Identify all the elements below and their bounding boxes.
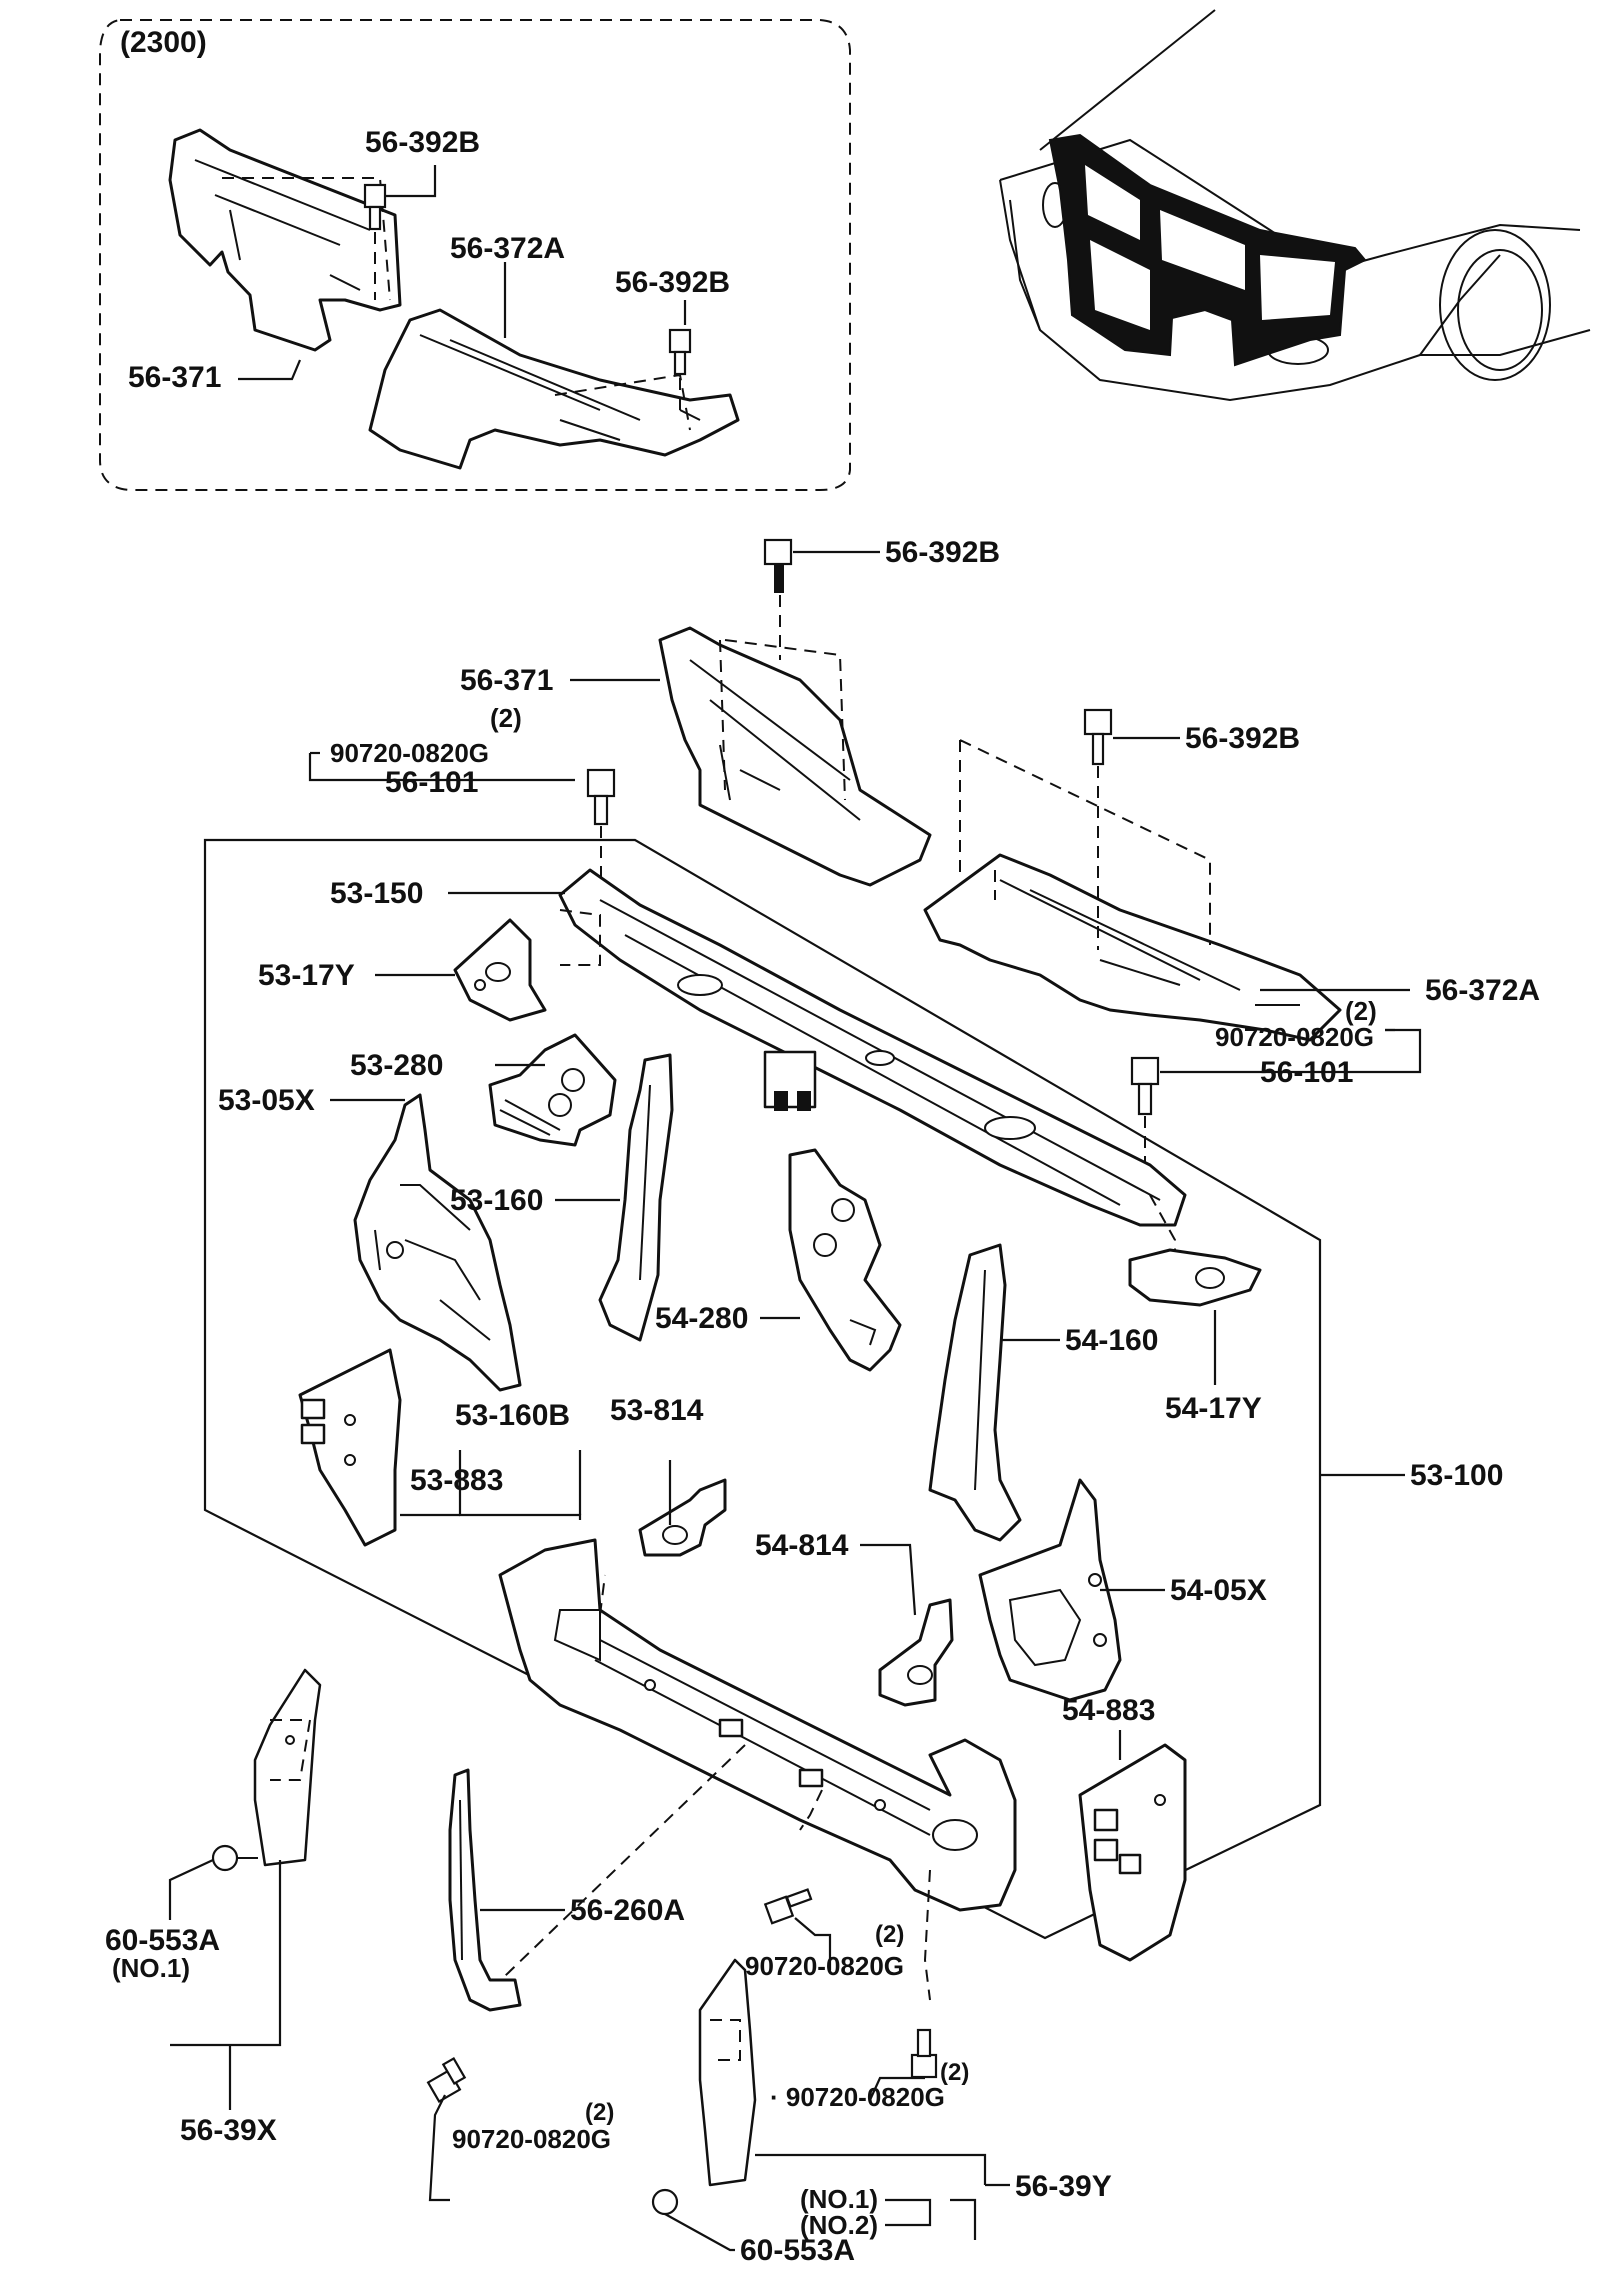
panel-54-05X	[978, 1478, 1122, 1702]
bolt-lower-right: · 90720-0820G	[770, 2082, 945, 2112]
label-56-372A: 56-372A	[1425, 974, 1540, 1007]
bracket-53-280	[488, 1033, 617, 1147]
label-54-05X: 54-05X	[1170, 1574, 1267, 1607]
inset-bolt-b	[668, 328, 692, 376]
vehicle-front-illustration	[999, 9, 1591, 402]
label-53-280: 53-280	[350, 1049, 443, 1082]
bolt-center: 90720-0820G	[745, 1951, 904, 1981]
main-cover-56-371	[658, 626, 932, 887]
clip-60-553A-left	[211, 1844, 258, 1872]
assembly-outline-53-100	[203, 838, 1322, 1940]
guard-56-39Y	[698, 1958, 757, 2187]
label-inset-56-392B-a: 56-392B	[365, 126, 480, 159]
main-cover-56-372A	[923, 739, 1342, 1042]
inset-lower-cover-56-372A	[368, 308, 740, 470]
qty-right: (2)	[1345, 996, 1377, 1026]
label-56-101-right: 56-101	[1260, 1056, 1353, 1089]
panel-54-160	[928, 1243, 1022, 1542]
qty-left: (2)	[490, 703, 522, 733]
label-60-553A-left: 60-553A	[105, 1924, 220, 1957]
bracket-53-17Y	[453, 918, 547, 1022]
label-56-392B-a: 56-392B	[885, 536, 1000, 569]
panel-53-05X	[353, 1093, 522, 1392]
bolt-90720-0820G-lower-left	[426, 2056, 467, 2104]
panel-53-160	[598, 1053, 674, 1342]
clip-60-553A-right	[651, 2188, 679, 2216]
bolt-56-392B-main-b	[1083, 708, 1113, 766]
label-53-17Y: 53-17Y	[258, 959, 355, 992]
label-54-160: 54-160	[1065, 1324, 1158, 1357]
label-53-883: 53-883	[410, 1464, 503, 1497]
lower-rail-53-160B	[498, 1538, 1017, 1912]
inset-variant-label: (2300)	[120, 26, 207, 59]
label-53-160B: 53-160B	[455, 1399, 570, 1432]
label-53-150: 53-150	[330, 877, 423, 910]
bolt-56-101-left	[586, 768, 616, 826]
label-inset-56-392B-b: 56-392B	[615, 266, 730, 299]
qty-center: (2)	[875, 1921, 904, 1948]
no2-right: (NO.2)	[800, 2210, 878, 2240]
bolt-90720-0820G-lower-right	[910, 2028, 938, 2079]
bolt-right: 90720-0820G	[1215, 1022, 1374, 1052]
label-54-17Y: 54-17Y	[1165, 1392, 1262, 1425]
no1-right: (NO.1)	[800, 2184, 878, 2214]
upper-rail-53-150	[558, 868, 1187, 1275]
no1-left: (NO.1)	[112, 1953, 190, 1983]
qty-lower-right: (2)	[940, 2059, 969, 2086]
label-53-814: 53-814	[610, 1394, 704, 1427]
label-inset-56-371: 56-371	[128, 361, 221, 394]
bolt-56-101-right	[1130, 1056, 1160, 1116]
label-56-39X: 56-39X	[180, 2114, 277, 2147]
label-56-371: 56-371	[460, 664, 553, 697]
bracket-54-814	[878, 1598, 954, 1707]
label-53-05X: 53-05X	[218, 1084, 315, 1117]
label-56-260A: 56-260A	[570, 1894, 685, 1927]
label-54-883: 54-883	[1062, 1694, 1155, 1727]
label-56-101-left: 56-101	[385, 766, 478, 799]
bracket-54-17Y	[1128, 1248, 1262, 1307]
bracket-53-814	[638, 1478, 727, 1557]
panel-53-883	[298, 1348, 402, 1547]
label-53-100: 53-100	[1410, 1459, 1503, 1492]
bolt-lower-left: 90720-0820G	[452, 2124, 611, 2154]
qty-lower-left: (2)	[585, 2099, 614, 2126]
bolt-left: 90720-0820G	[330, 738, 489, 768]
label-54-814: 54-814	[755, 1529, 849, 1562]
label-60-553A-right: 60-553A	[740, 2234, 855, 2267]
guard-56-39X	[253, 1668, 322, 1867]
label-inset-56-372A: 56-372A	[450, 232, 565, 265]
panel-54-883	[1078, 1743, 1187, 1962]
bracket-54-280	[788, 1148, 902, 1372]
deflector-56-260A	[448, 1768, 522, 2012]
label-56-39Y: 56-39Y	[1015, 2170, 1112, 2203]
label-53-160: 53-160	[450, 1184, 543, 1217]
inset-group: (2300) 56-392B 56-372A 56-392B 56-371	[99, 19, 851, 491]
label-54-280: 54-280	[655, 1302, 748, 1335]
bolt-90720-0820G-center	[763, 1888, 813, 1925]
label-56-392B-b: 56-392B	[1185, 722, 1300, 755]
bolt-56-392B-main-a	[763, 538, 793, 593]
